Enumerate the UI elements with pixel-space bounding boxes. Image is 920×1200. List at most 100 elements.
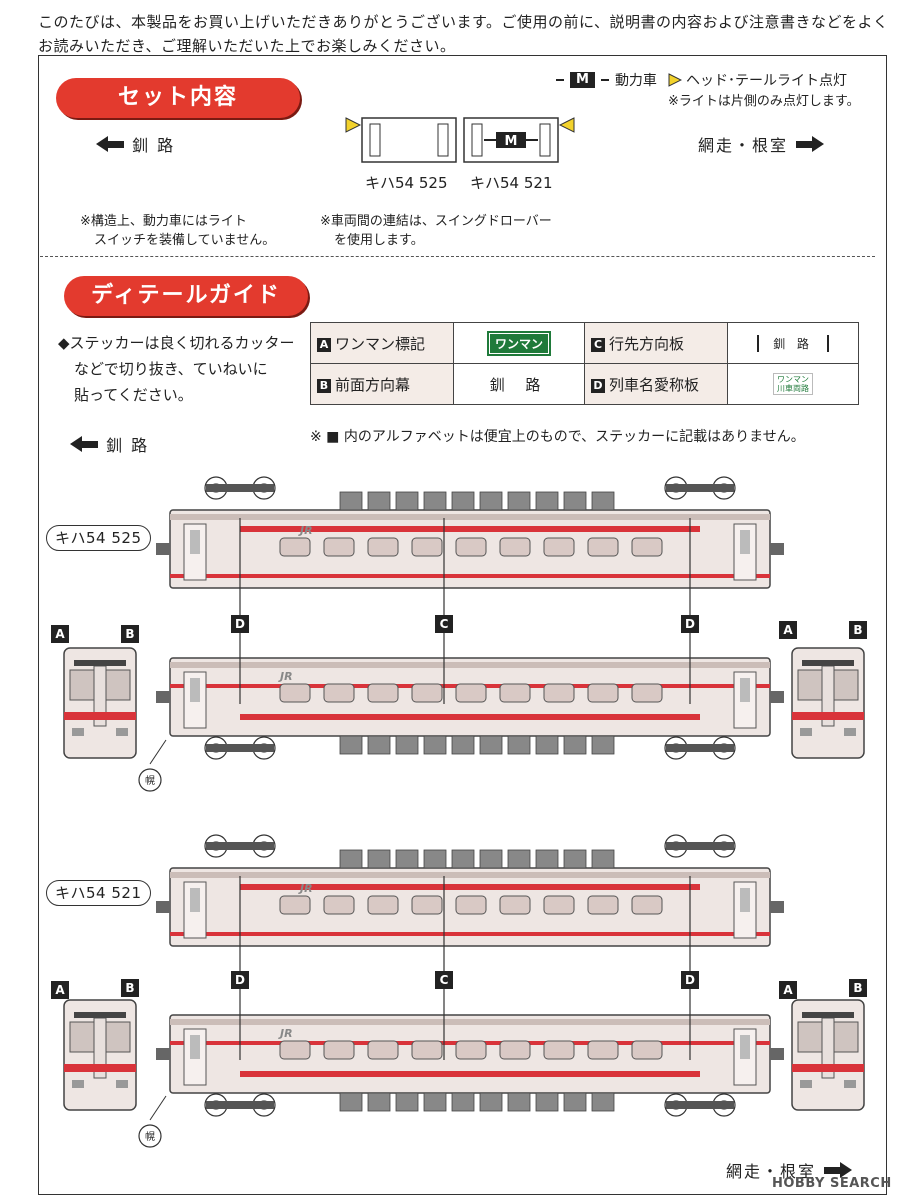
- underfloor-equipment: [451, 849, 475, 869]
- destination-sign: [802, 660, 854, 666]
- underfloor-equipment: [395, 849, 419, 869]
- front-window-left: [69, 669, 95, 701]
- window: [631, 683, 663, 703]
- coupler: [156, 1048, 170, 1060]
- car-side-view: JR: [156, 491, 784, 589]
- callout-label: A: [783, 983, 793, 997]
- window: [411, 1040, 443, 1060]
- front-view-right-525: [791, 647, 865, 759]
- underfloor-equipment: [339, 491, 363, 511]
- headlight: [844, 1080, 856, 1088]
- window: [587, 1040, 619, 1060]
- underfloor-equipment: [563, 735, 587, 755]
- door-window: [740, 888, 750, 912]
- callout-b: [849, 621, 867, 639]
- car-side-view: JR: [156, 1014, 784, 1112]
- callout-a: [51, 981, 69, 999]
- red-stripe: [240, 714, 700, 720]
- red-stripe-lower: [170, 574, 770, 578]
- headlight-left-icon: [345, 117, 362, 133]
- callout-label: D: [685, 973, 695, 987]
- horo-ring: [138, 768, 162, 792]
- destination-sign: [802, 1012, 854, 1018]
- headlight: [800, 1080, 812, 1088]
- coupler: [770, 901, 784, 913]
- coupler: [156, 543, 170, 555]
- window: [411, 537, 443, 557]
- guide-value-c: 釧 路: [727, 322, 859, 364]
- underfloor-equipment: [367, 849, 391, 869]
- car-525-name: キハ54 525: [365, 174, 448, 192]
- horo-ring: [138, 1124, 162, 1148]
- front-window-right: [105, 1021, 131, 1053]
- jr-logo: JR: [278, 1027, 293, 1040]
- callout-label: A: [55, 983, 65, 997]
- callout-d: [681, 971, 699, 989]
- light-legend: ヘッド･テールライト点灯: [668, 70, 847, 90]
- underfloor-equipment: [451, 735, 475, 755]
- callout-label: D: [235, 973, 245, 987]
- car-roof-line: [170, 514, 770, 520]
- headlight: [844, 728, 856, 736]
- coupler: [770, 543, 784, 555]
- window: [499, 1040, 531, 1060]
- underfloor-equipment: [591, 849, 615, 869]
- door-window: [740, 678, 750, 702]
- light-legend-label: ヘッド･テールライト点灯: [686, 73, 847, 89]
- coupler: [156, 901, 170, 913]
- intro-line-2: お読みいただき、ご理解いただいた上でお楽しみください。: [38, 37, 456, 55]
- window: [279, 537, 311, 557]
- window: [587, 537, 619, 557]
- front-window-left: [69, 1021, 95, 1053]
- horo-label: 幌: [145, 1130, 155, 1143]
- arrow-right-icon: [796, 136, 825, 152]
- headlight: [116, 728, 128, 736]
- front-red-stripe: [64, 1064, 136, 1072]
- callout-label: B: [853, 981, 862, 995]
- underfloor-equipment: [423, 735, 447, 755]
- underfloor-equipment: [563, 849, 587, 869]
- window: [587, 895, 619, 915]
- underfloor-equipment: [563, 1092, 587, 1112]
- window: [411, 895, 443, 915]
- underfloor-equipment: [423, 491, 447, 511]
- jr-logo: JR: [298, 524, 313, 537]
- front-destination-sticker: 釧 路: [489, 375, 549, 394]
- front-red-stripe: [64, 712, 136, 720]
- window: [323, 1040, 355, 1060]
- front-window-left: [797, 669, 823, 701]
- callout-label: C: [440, 617, 449, 631]
- callout-b: [121, 625, 139, 643]
- guide-value-d: ワンマン 川車両路: [727, 363, 859, 405]
- door-window: [740, 530, 750, 554]
- set-left-direction: 釧 路: [96, 132, 175, 156]
- set-note-1: ※構造上、動力車にはライト スイッチを装備していません。: [80, 214, 276, 248]
- underfloor-equipment: [367, 735, 391, 755]
- callout-a: [51, 625, 69, 643]
- motor-legend-label: 動力車: [614, 73, 657, 89]
- underfloor-equipment: [339, 735, 363, 755]
- horo-label: 幌: [145, 774, 155, 787]
- red-stripe: [240, 1071, 700, 1077]
- underfloor-equipment: [423, 849, 447, 869]
- bogie-front: [204, 1093, 276, 1117]
- train-name-sticker: ワンマン 川車両路: [773, 373, 813, 395]
- callout-b: [849, 979, 867, 997]
- window: [455, 1040, 487, 1060]
- car-roof-line: [170, 1019, 770, 1025]
- horo-leader: [149, 1095, 167, 1121]
- bogie-rear: [664, 1093, 736, 1117]
- motor-badge: M: [570, 72, 595, 88]
- underfloor-equipment: [339, 1092, 363, 1112]
- front-view-left-525: [63, 647, 137, 759]
- callout-label: A: [783, 623, 793, 637]
- bogie-front: [204, 476, 276, 500]
- bogie-rear: [664, 476, 736, 500]
- underfloor-equipment: [535, 735, 559, 755]
- front-red-stripe: [792, 712, 864, 720]
- window: [499, 895, 531, 915]
